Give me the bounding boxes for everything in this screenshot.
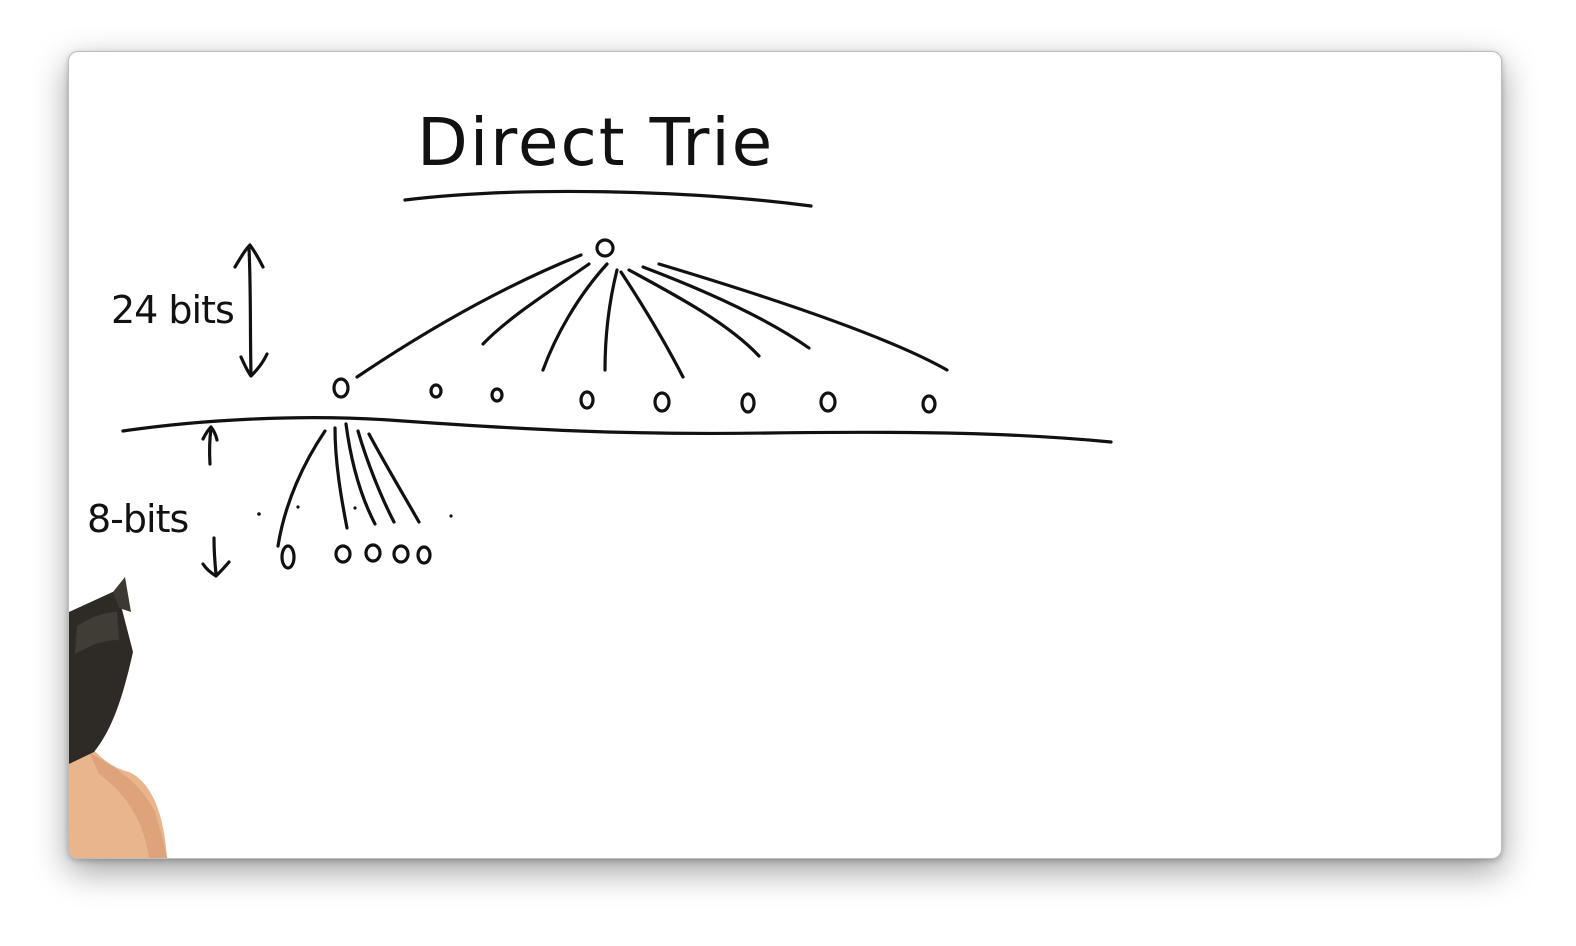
tree-node — [579, 390, 595, 410]
leaf-node — [416, 545, 432, 565]
root-edge — [603, 268, 619, 372]
video-window: Direct Trie — [68, 51, 1502, 859]
level-divider-line — [121, 416, 1113, 444]
lower-edges — [276, 422, 421, 548]
level-24-nodes — [332, 377, 937, 414]
leaf-node — [280, 544, 296, 570]
whiteboard-canvas: Direct Trie — [69, 104, 1113, 858]
ellipsis-dots — [257, 505, 453, 518]
tree-node — [429, 383, 443, 399]
root-edge — [355, 253, 583, 379]
lower-level-label: 8-bits — [87, 497, 188, 541]
tree-node — [819, 391, 837, 413]
root-edge — [627, 268, 761, 358]
root-edge — [641, 265, 811, 350]
lower-edge — [276, 429, 327, 548]
root-edges — [355, 253, 949, 379]
tree-node — [332, 377, 350, 399]
leaf-node — [392, 544, 410, 564]
lower-edge — [367, 432, 421, 524]
double-arrow-icon — [233, 243, 269, 378]
leaf-node — [364, 543, 382, 563]
leaf-node — [334, 544, 352, 564]
up-arrow-icon — [201, 425, 219, 466]
marker-pen-in-hand — [69, 577, 167, 858]
tree-node — [653, 391, 671, 413]
marker-highlight — [75, 612, 119, 654]
marker-tip — [113, 577, 131, 612]
level-8-nodes — [280, 543, 432, 570]
root-node — [595, 238, 615, 258]
tree-node — [921, 394, 937, 414]
title-underline — [403, 189, 813, 208]
diagram-title: Direct Trie — [417, 104, 774, 181]
root-edge — [541, 262, 609, 372]
tree-node — [740, 392, 756, 414]
root-edge — [619, 270, 685, 379]
root-edge — [657, 262, 949, 372]
upper-level-label: 24 bits — [111, 288, 234, 332]
down-arrow-icon — [201, 536, 231, 578]
lower-edge — [356, 429, 396, 524]
lower-edge — [333, 426, 349, 530]
root-edge — [481, 262, 591, 346]
lower-edge — [344, 422, 377, 526]
hand-shadow — [89, 752, 167, 858]
tree-node — [490, 387, 504, 403]
